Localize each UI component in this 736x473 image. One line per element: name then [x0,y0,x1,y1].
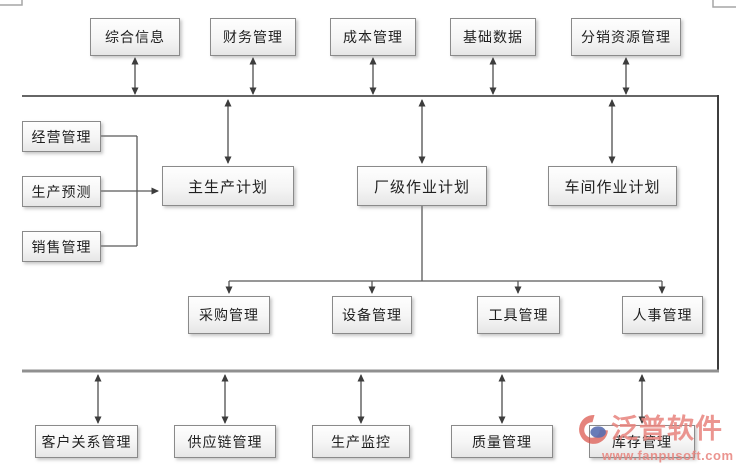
node-distribution-resource-management: 分销资源管理 [571,18,681,56]
node-production-monitoring: 生产监控 [312,425,410,458]
node-quality-management: 质量管理 [451,425,553,458]
node-tool-management: 工具管理 [477,296,560,334]
node-finance-management: 财务管理 [210,18,296,56]
node-comprehensive-info: 综合信息 [90,18,180,56]
crop-artifact-top-right [712,0,736,8]
node-procurement-management: 采购管理 [188,296,270,334]
node-master-production-plan: 主生产计划 [162,166,294,206]
node-hr-management: 人事管理 [622,296,703,334]
node-basic-data: 基础数据 [450,18,536,56]
node-workshop-operation-plan: 车间作业计划 [548,166,677,206]
node-crm: 客户关系管理 [35,425,138,458]
crop-artifact-top-left [0,0,23,6]
node-production-forecast: 生产预测 [22,176,101,207]
node-cost-management: 成本管理 [330,18,416,56]
node-equipment-management: 设备管理 [332,296,412,334]
node-sales-management: 销售管理 [22,231,101,262]
node-plant-operation-plan: 厂级作业计划 [357,166,487,206]
node-supply-chain-management: 供应链管理 [174,425,276,458]
node-inventory-management: 库存管理 [589,425,695,458]
node-business-management: 经营管理 [22,121,101,152]
